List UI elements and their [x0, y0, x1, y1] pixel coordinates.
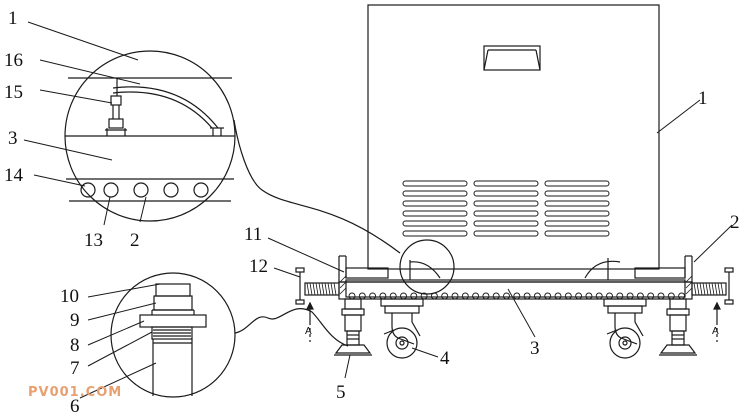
callout-circle-top [399, 239, 455, 295]
cabinet [367, 4, 660, 270]
label-12: 12 [249, 256, 268, 277]
tray-ball [657, 292, 665, 300]
tray-ball [554, 292, 562, 300]
tray-plate [338, 279, 693, 300]
thread-mark [333, 282, 337, 296]
section-letter-right: A [712, 326, 719, 337]
caster-left [380, 298, 424, 359]
tray-ball [585, 292, 593, 300]
thread-mark [711, 282, 715, 296]
tray-ball [379, 292, 387, 300]
thread-mark [702, 282, 706, 296]
cabinet-handle [483, 45, 541, 71]
screw-left [295, 267, 340, 305]
tray-ball [503, 292, 510, 300]
tray-ball [606, 292, 613, 300]
thread-mark [705, 282, 709, 296]
label-2-right: 2 [730, 212, 740, 233]
tray-ball [472, 292, 480, 300]
label-2-top: 2 [130, 230, 140, 251]
tray-ball [451, 292, 459, 300]
label-7: 7 [70, 358, 80, 379]
tray-ball [441, 292, 449, 300]
thread-mark [699, 282, 703, 296]
tray-ball [358, 292, 366, 300]
watermark: PV001.COM [28, 385, 122, 400]
label-8: 8 [70, 335, 80, 356]
thread-mark [693, 282, 697, 296]
tray-ball [389, 292, 397, 300]
label-13: 13 [84, 230, 103, 251]
callout-curve-bottom [234, 308, 349, 347]
tray-ball [636, 292, 644, 300]
label-6: 6 [70, 396, 80, 417]
screw-right [691, 267, 734, 305]
label-1-top: 1 [8, 8, 18, 29]
tray-ball [523, 292, 531, 300]
label-10: 10 [60, 286, 79, 307]
tray-ball [533, 292, 541, 300]
tray-ball [595, 292, 603, 300]
tray-ball [513, 292, 521, 300]
thread-mark [720, 282, 724, 296]
tray-ball [575, 292, 583, 300]
tray-ball [626, 292, 634, 300]
label-11: 11 [244, 224, 262, 245]
tray-ball [400, 292, 407, 300]
tray-ball [492, 292, 500, 300]
label-5: 5 [336, 382, 346, 403]
thread-mark [318, 282, 322, 296]
thread-mark [321, 282, 325, 296]
label-9: 9 [70, 310, 80, 331]
leveling-foot-right [659, 298, 697, 356]
tray-balls [348, 292, 686, 300]
section-marker-left [306, 301, 314, 342]
thread-mark [315, 282, 319, 296]
top-spring-right [584, 258, 621, 280]
tray-ball [647, 292, 655, 300]
label-4: 4 [440, 348, 450, 369]
leader-lines [23, 21, 733, 399]
reference-labels: 1 16 15 3 14 13 2 11 12 10 9 8 7 6 5 4 3… [4, 8, 740, 417]
thread-mark [330, 282, 334, 296]
tray-ball [616, 292, 624, 300]
tray-ball [544, 292, 552, 300]
label-16: 16 [4, 50, 23, 71]
tray-ball [667, 292, 675, 300]
vent-slots [402, 180, 610, 237]
detail-circle-bottom [110, 272, 236, 398]
thread-mark [324, 282, 328, 296]
tray-ball [420, 292, 428, 300]
base-frame [338, 255, 693, 295]
tray-ball [348, 292, 356, 300]
thread-mark [312, 282, 316, 296]
detail-circle-top [64, 50, 236, 222]
section-letter-left: A [305, 326, 312, 337]
tray-ball [564, 292, 572, 300]
thread-mark [327, 282, 331, 296]
caster-right [603, 298, 647, 359]
label-1-right: 1 [698, 88, 708, 109]
tray-ball [678, 292, 686, 300]
label-15: 15 [4, 82, 23, 103]
thread-mark [696, 282, 700, 296]
thread-mark [306, 282, 310, 296]
tray-ball [482, 292, 490, 300]
label-3-bottom: 3 [530, 338, 540, 359]
tray-ball [461, 292, 469, 300]
section-marker-right [713, 301, 721, 342]
tray-ball [369, 292, 377, 300]
thread-mark [309, 282, 313, 296]
callout-curve-top [233, 119, 401, 254]
label-3-top: 3 [8, 128, 18, 149]
top-spring-left [409, 260, 441, 280]
tray-ball [410, 292, 418, 300]
thread-mark [708, 282, 712, 296]
thread-mark [714, 282, 718, 296]
thread-mark [717, 282, 721, 296]
label-14: 14 [4, 165, 24, 186]
leveling-foot-left [334, 298, 372, 356]
